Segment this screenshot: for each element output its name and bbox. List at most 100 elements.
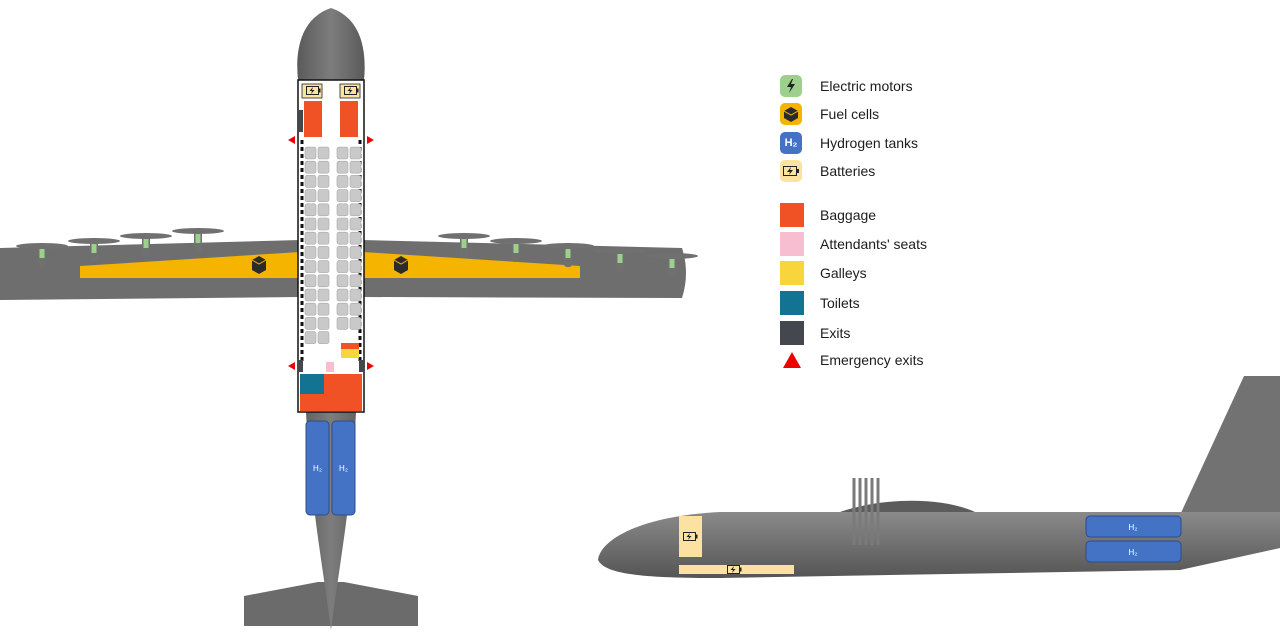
seat (304, 175, 317, 188)
wing-fairing (840, 500, 975, 512)
seat (349, 175, 362, 188)
seat (304, 231, 317, 245)
vertical-tail (1180, 376, 1280, 518)
toilet (300, 374, 324, 394)
seat (349, 288, 362, 302)
tank-label-right: H₂ (339, 464, 348, 473)
galleys-swatch (780, 261, 804, 285)
hydrogen-tank-right (331, 420, 356, 516)
battery-icon (344, 86, 359, 95)
seat (349, 189, 362, 202)
emergency-exit-markers (288, 136, 374, 370)
seat (317, 189, 330, 202)
seat (317, 175, 330, 188)
red-triangle-icon (783, 352, 801, 368)
side-hydrogen-tank-bottom (1085, 540, 1182, 563)
legend-item-batteries: Batteries (780, 159, 875, 183)
seat (349, 203, 362, 217)
right-wing-fuel-cell-icon (393, 256, 409, 274)
seat (349, 146, 362, 160)
legend-item-toilets: Toilets (780, 291, 860, 315)
seat (304, 288, 317, 302)
legend-label: Batteries (820, 163, 876, 179)
legend-item-fuel-cells: Fuel cells (780, 102, 879, 126)
seat (317, 160, 330, 174)
seat (317, 146, 330, 160)
seat (349, 160, 362, 174)
legend-label: Toilets (820, 295, 860, 311)
aft-baggage-area (300, 374, 362, 411)
battery-icon (306, 86, 321, 95)
seat (317, 217, 330, 231)
seat (349, 317, 362, 330)
seat (336, 175, 349, 188)
seat (304, 274, 317, 288)
attendant-seat (326, 362, 334, 372)
tank-label-left: H₂ (313, 464, 322, 473)
attendants-seats-swatch (780, 232, 804, 256)
top-view: H₂ H₂ (0, 8, 698, 630)
legend-item-emergency-exits: Emergency exits (780, 348, 923, 372)
seat (349, 302, 362, 316)
fuel-cell-cube-icon (780, 103, 802, 125)
legend-label: Electric motors (820, 78, 913, 94)
seat (349, 231, 362, 245)
seat (336, 288, 349, 302)
seat (336, 317, 349, 330)
front-baggage-right (340, 101, 358, 137)
seat (317, 317, 330, 330)
exits-swatch (780, 321, 804, 345)
seat (336, 160, 349, 174)
side-tank-label-bottom: H₂ (1129, 548, 1138, 557)
h2-icon: H₂ (780, 132, 802, 154)
side-view: H₂ H₂ (598, 376, 1280, 578)
legend-label: Baggage (820, 207, 877, 223)
seat (336, 189, 349, 202)
seat (336, 246, 349, 259)
legend-label: Exits (820, 325, 851, 341)
seat (336, 203, 349, 217)
left-wing-fuel-cells (80, 252, 300, 278)
seat (336, 274, 349, 288)
battery-icon (780, 160, 802, 182)
legend-label: Attendants' seats (820, 236, 927, 252)
aft-galley (341, 349, 359, 358)
seat (317, 260, 330, 273)
seat (317, 302, 330, 316)
aft-galley-baggage (341, 343, 359, 349)
left-propellers (16, 228, 224, 267)
seat (317, 274, 330, 288)
side-tank-label-top: H₂ (1129, 523, 1138, 532)
toilets-swatch (780, 291, 804, 315)
right-propellers (438, 233, 698, 277)
seat (336, 231, 349, 245)
aft-exit-left (298, 360, 303, 372)
seat (317, 231, 330, 245)
seat (317, 288, 330, 302)
lightning-bolt-icon (780, 75, 802, 97)
legend-label: Fuel cells (820, 106, 880, 122)
battery-icon (683, 532, 698, 541)
seat (336, 302, 349, 316)
legend-item-electric-motors: Electric motors (780, 74, 913, 98)
right-wing-fuel-cells (363, 252, 580, 278)
battery-icon (727, 565, 742, 574)
seat (317, 246, 330, 259)
hydrogen-tank-left (305, 420, 330, 516)
seat (304, 217, 317, 231)
legend-item-baggage: Baggage (780, 203, 876, 227)
side-battery-floor (679, 565, 794, 574)
seat (304, 160, 317, 174)
seat (304, 331, 317, 344)
seat (304, 260, 317, 273)
legend-item-galleys: Galleys (780, 261, 867, 285)
side-propellers (852, 478, 880, 545)
seat (317, 203, 330, 217)
seat (349, 246, 362, 259)
seat (336, 260, 349, 273)
legend-label: Galleys (820, 265, 867, 281)
aft-exit-right (359, 360, 364, 372)
seat (349, 217, 362, 231)
seat (317, 331, 330, 344)
